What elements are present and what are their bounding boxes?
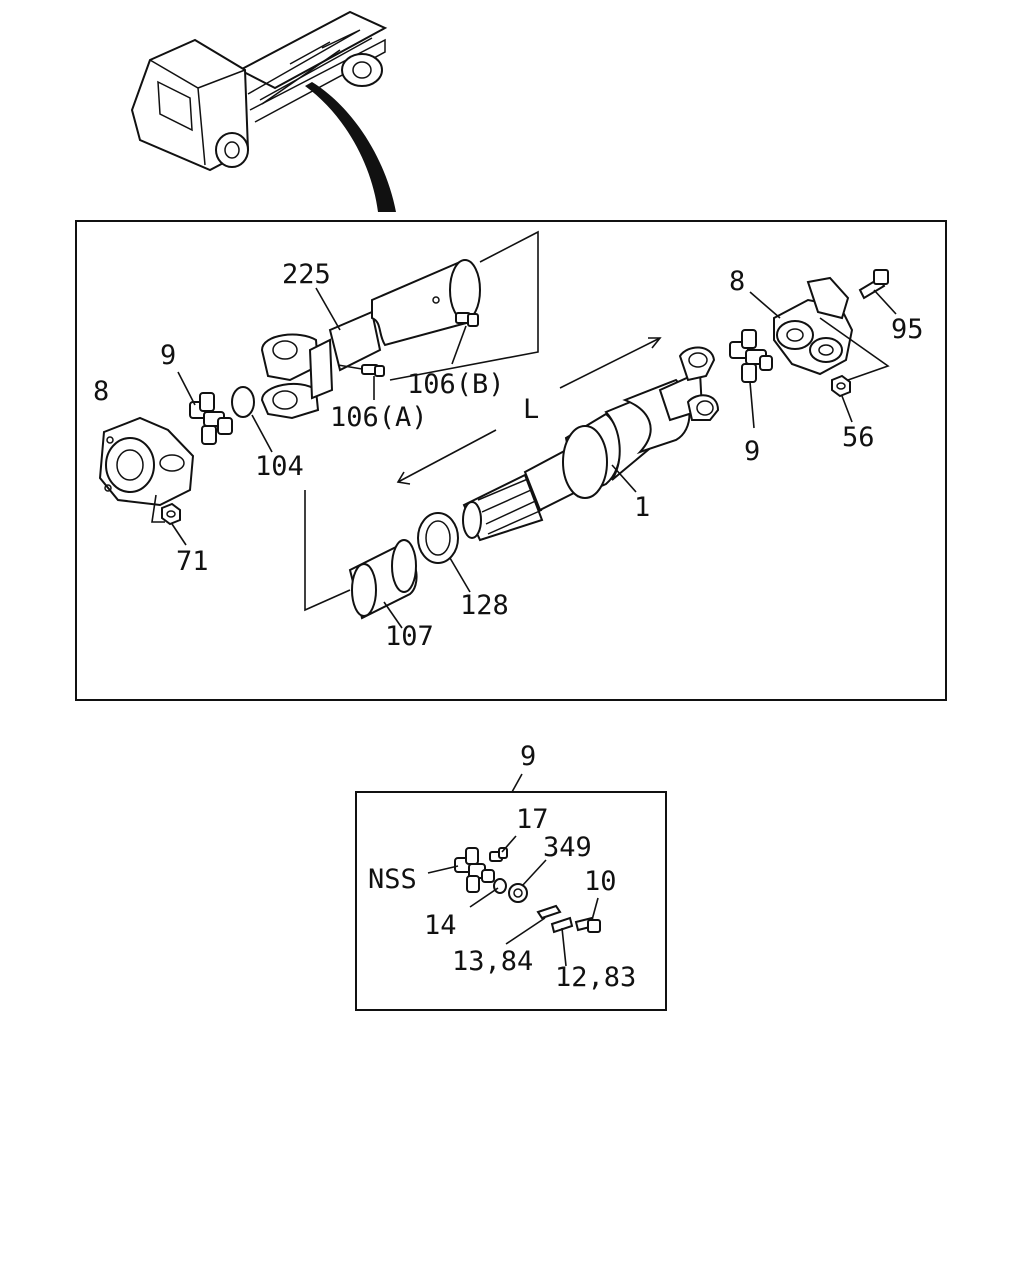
callout-9-right: 9 [744, 436, 760, 467]
callout-1: 1 [634, 492, 650, 523]
nut-71 [161, 502, 181, 526]
detail-callout-12-83: 12,83 [555, 962, 636, 993]
dimension-l-arrows [396, 337, 662, 485]
grease-fitting-17 [489, 847, 508, 862]
callout-8-left: 8 [93, 376, 109, 407]
snap-ring-104 [231, 386, 255, 418]
detail-callout-13-84: 13,84 [452, 946, 533, 977]
universal-joint-left [189, 392, 233, 445]
universal-joint-right [729, 329, 773, 383]
detail-view-frame [355, 791, 667, 1011]
lock-plate-12-83 [550, 916, 574, 934]
companion-flange-right [773, 276, 854, 376]
lock-plate-13-84 [536, 904, 562, 920]
truck-overview-illustration [130, 10, 396, 212]
sleeve-107 [348, 539, 418, 620]
callout-128: 128 [460, 590, 509, 621]
callout-106a: 106(A) [330, 402, 428, 433]
grease-nipple-106b [455, 312, 479, 327]
callout-106b: 106(B) [407, 369, 505, 400]
callout-l: L [523, 394, 539, 425]
bearing-cup-349 [508, 883, 528, 903]
pointer-arrow [305, 82, 396, 212]
grease-nipple-106a [361, 364, 385, 377]
spider-cross-nss [454, 847, 495, 893]
slip-yoke-225 [260, 259, 481, 420]
seal-ring-128 [417, 512, 459, 564]
callout-107: 107 [385, 621, 434, 652]
callout-9-left: 9 [160, 340, 176, 371]
detail-callout-349: 349 [543, 832, 592, 863]
propeller-shaft-1 [462, 346, 720, 542]
detail-callout-nss: NSS [368, 864, 417, 895]
callout-95: 95 [891, 314, 924, 345]
companion-flange-left [98, 416, 195, 507]
callout-104: 104 [255, 451, 304, 482]
callout-225: 225 [282, 259, 331, 290]
seal-14 [493, 878, 507, 894]
nut-56 [831, 374, 851, 398]
bolt-95 [858, 269, 889, 300]
detail-callout-14: 14 [424, 910, 457, 941]
detail-reference-9: 9 [520, 741, 536, 772]
callout-8-right: 8 [729, 266, 745, 297]
bolt-10 [574, 916, 601, 933]
detail-callout-10: 10 [584, 866, 617, 897]
main-view-frame [75, 220, 947, 701]
callout-56: 56 [842, 422, 875, 453]
callout-71: 71 [176, 546, 209, 577]
detail-callout-17: 17 [516, 804, 549, 835]
